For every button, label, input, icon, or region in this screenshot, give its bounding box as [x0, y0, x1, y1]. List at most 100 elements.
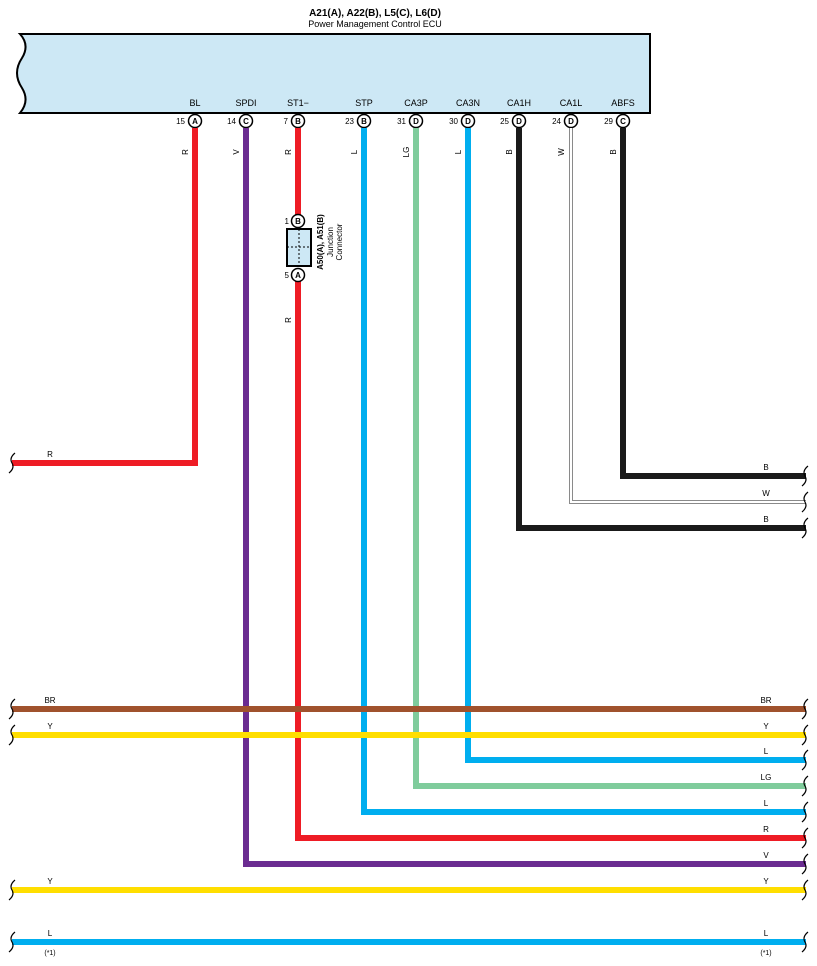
junction-bottom-pin-letter: A: [295, 271, 301, 280]
pin-number-stp: 23: [345, 117, 354, 126]
right-brace-br: [801, 698, 809, 720]
label-br-right: BR: [760, 696, 771, 705]
pin-number-ca1h: 25: [500, 117, 509, 126]
label-spdi-right: V: [763, 851, 769, 860]
wire-ca1l-white-outline: [569, 128, 806, 504]
right-brace-ca3p: [801, 775, 809, 797]
pin-letter-abfs: C: [620, 117, 626, 126]
wire-spdi-violet: [243, 128, 806, 867]
wire-code-stp: L: [350, 149, 359, 154]
pin-label-stp: STP: [355, 98, 373, 108]
left-brace-br: [8, 698, 16, 720]
left-brace-y2: [8, 879, 16, 901]
label-y-right: Y: [763, 722, 769, 731]
left-brace-bl: [8, 452, 16, 474]
left-brace-l: [8, 931, 16, 953]
label-br-left: BR: [44, 696, 55, 705]
pin-letter-ca3p: D: [413, 117, 419, 126]
wire-code-abfs: B: [609, 149, 618, 154]
wire-code-st1-below-junction: R: [284, 317, 293, 323]
pin-number-abfs: 29: [604, 117, 613, 126]
label-ca1h-right: B: [763, 515, 768, 524]
junction-line1: Junction: [326, 227, 335, 257]
left-brace-y: [8, 724, 16, 746]
wire-code-ca3n: L: [454, 149, 463, 154]
continuation-marks: [8, 452, 809, 953]
pin-circle-ca1l: [563, 113, 579, 129]
wire-code-ca3p: LG: [402, 147, 411, 158]
pin-label-ca3p: CA3P: [404, 98, 428, 108]
pin-letter-ca3n: D: [465, 117, 471, 126]
ecu-pins: BL 15 A SPDI 14 C ST1− 7 B STP 23 B CA3P…: [176, 98, 635, 129]
pin-circle-spdi: [238, 113, 254, 129]
junction-top-pin-circle: [290, 213, 306, 229]
right-brace-spdi: [801, 853, 809, 875]
note-left: (*1): [44, 950, 55, 957]
pin-circle-stp: [356, 113, 372, 129]
pin-number-st1: 7: [284, 117, 289, 126]
pin-letter-ca1l: D: [568, 117, 574, 126]
pin-label-spdi: SPDI: [235, 98, 256, 108]
label-st1-right: R: [763, 825, 769, 834]
wire-ca1l-white: [570, 128, 806, 503]
pin-circle-ca1h: [511, 113, 527, 129]
pin-number-spdi: 14: [227, 117, 236, 126]
label-bl-left: R: [47, 450, 53, 459]
label-l-left: L: [48, 929, 53, 938]
ecu-title: A21(A), A22(B), L5(C), L6(D): [309, 8, 441, 19]
pin-letter-ca1h: D: [516, 117, 522, 126]
pin-circle-bl: [187, 113, 203, 129]
label-ca1l-right: W: [762, 489, 770, 498]
wire-abfs-black: [620, 128, 806, 479]
wire-code-spdi: V: [232, 149, 241, 155]
pin-letter-spdi: C: [243, 117, 249, 126]
junction-connector: 1 B 5 A A50(A), A51(B) Junction Connecto…: [285, 213, 344, 283]
right-brace-ca1h: [801, 517, 809, 539]
ecu-box: [16, 33, 651, 114]
label-abfs-right: B: [763, 463, 768, 472]
right-brace-stp: [801, 801, 809, 823]
vertical-wire-codes: R V R L LG L B W B R: [181, 147, 618, 323]
label-y2-left: Y: [47, 877, 53, 886]
pin-number-ca3p: 31: [397, 117, 406, 126]
pin-label-ca1h: CA1H: [507, 98, 531, 108]
ecu-subtitle: Power Management Control ECU: [308, 19, 442, 29]
pin-label-abfs: ABFS: [611, 98, 635, 108]
label-ca3n-right: L: [764, 747, 769, 756]
junction-bottom-pin-number: 5: [285, 271, 290, 280]
pin-circle-abfs: [615, 113, 631, 129]
right-brace-l: [801, 931, 809, 953]
wires: [12, 128, 806, 945]
label-y-left: Y: [47, 722, 53, 731]
pin-letter-stp: B: [361, 117, 367, 126]
label-ca3p-right: LG: [761, 773, 772, 782]
wire-code-st1: R: [284, 149, 293, 155]
junction-line2: Connector: [335, 223, 344, 260]
label-y2-right: Y: [763, 877, 769, 886]
wire-stp-blue: [361, 128, 806, 815]
pin-number-ca3n: 30: [449, 117, 458, 126]
junction-top-pin-number: 1: [285, 217, 290, 226]
wire-st1-red-lower: [295, 281, 806, 841]
label-stp-right: L: [764, 799, 769, 808]
pin-circle-st1: [290, 113, 306, 129]
right-brace-abfs: [801, 465, 809, 487]
junction-bottom-pin-circle: [290, 267, 306, 283]
wire-bl-red: [12, 128, 198, 466]
horizontal-wire-labels: R B W B BR BR Y Y L LG L R V Y Y L L (*1…: [44, 450, 771, 957]
pin-number-ca1l: 24: [552, 117, 561, 126]
wire-ca3p-light-green: [413, 128, 806, 789]
right-brace-ca3n: [801, 749, 809, 771]
pin-number-bl: 15: [176, 117, 185, 126]
wire-code-ca1l: W: [557, 148, 566, 156]
wire-ca1h-black: [516, 128, 806, 531]
wire-code-ca1h: B: [505, 149, 514, 154]
wire-code-bl: R: [181, 149, 190, 155]
label-l-right: L: [764, 929, 769, 938]
wire-ca3n-blue: [465, 128, 806, 763]
pin-label-st1: ST1−: [287, 98, 309, 108]
ecu-component: A21(A), A22(B), L5(C), L6(D) Power Manag…: [16, 8, 651, 114]
right-brace-y: [801, 724, 809, 746]
junction-top-pin-letter: B: [295, 217, 301, 226]
